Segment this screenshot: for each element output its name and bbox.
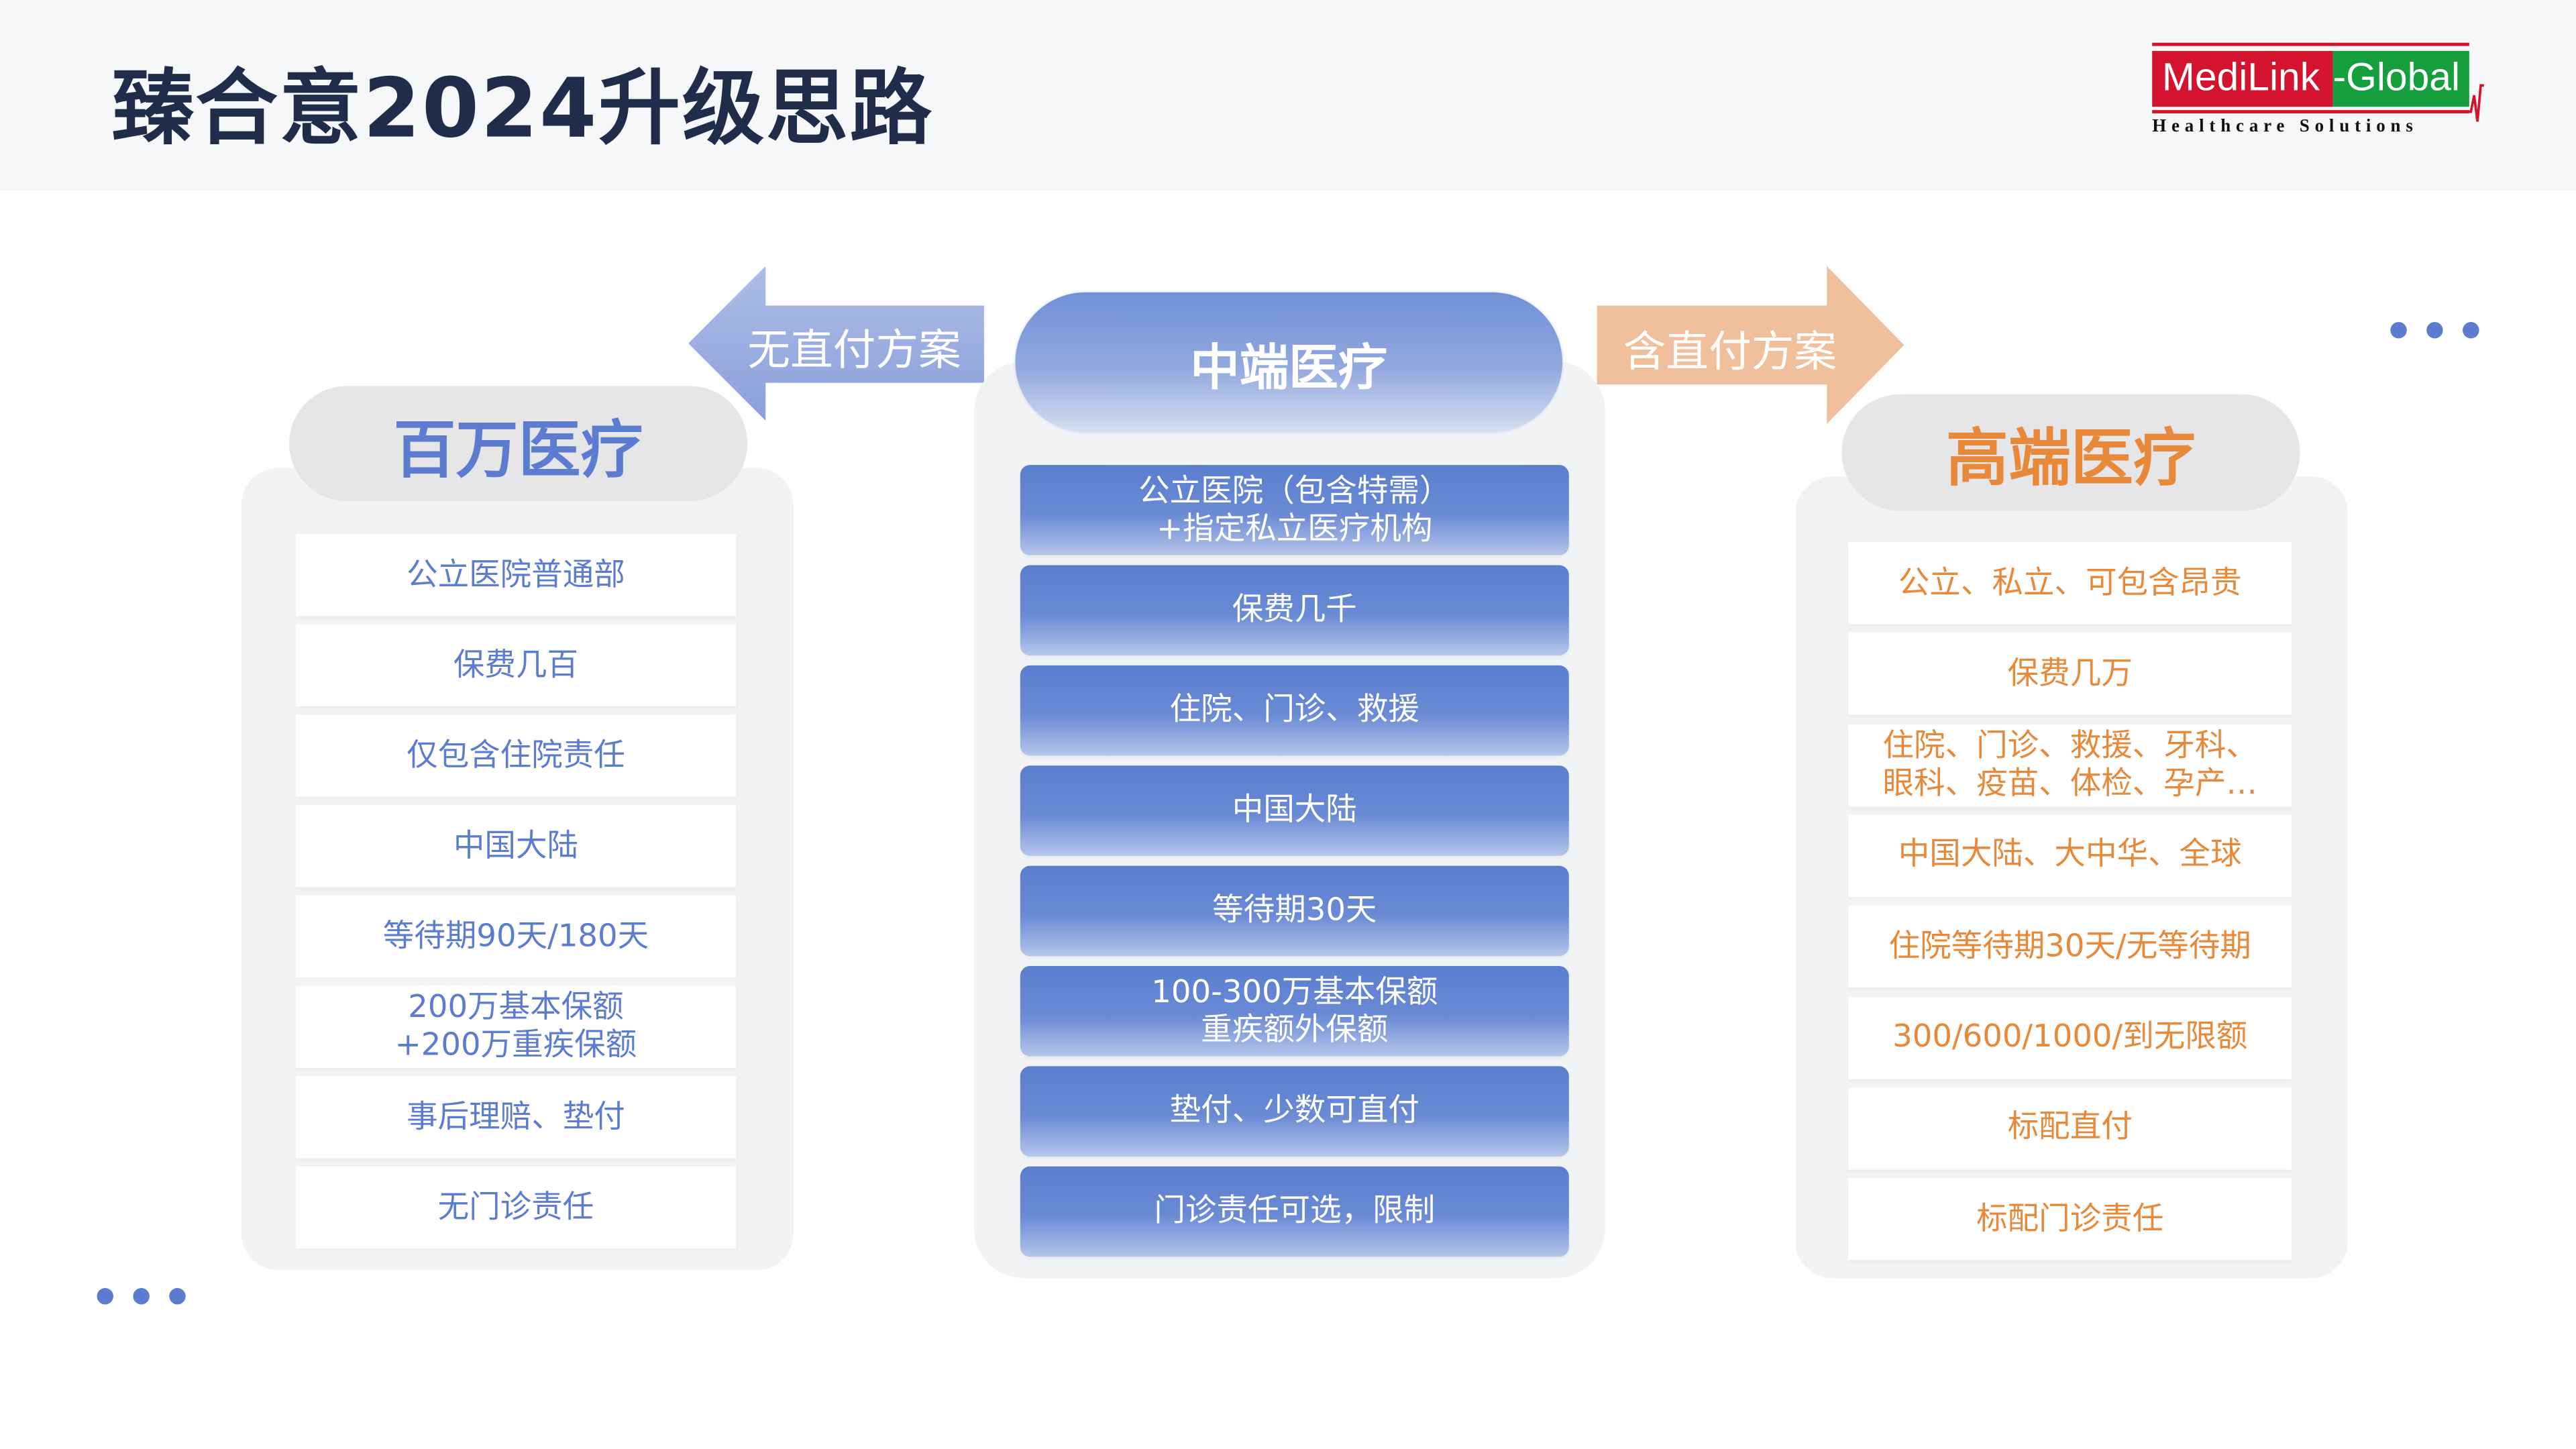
center-feature-item: 100-300万基本保额 重疾额外保额 xyxy=(1020,966,1569,1057)
right-feature-item: 保费几万 xyxy=(1848,633,2292,716)
right-feature-item: 标配直付 xyxy=(1848,1087,2292,1170)
dot-decoration xyxy=(2463,322,2479,339)
center-feature-item: 垫付、少数可直付 xyxy=(1020,1066,1569,1157)
header-bar xyxy=(0,0,2576,191)
dot-decoration xyxy=(97,1288,113,1305)
dot-decoration xyxy=(2390,322,2407,339)
left-feature-item: 保费几百 xyxy=(295,624,737,707)
center-feature-item: 门诊责任可选，限制 xyxy=(1020,1166,1569,1257)
logo-brand-left: MediLink xyxy=(2152,50,2333,107)
right-feature-item: 住院、门诊、救援、牙科、 眼科、疫苗、体检、孕产… xyxy=(1848,724,2292,806)
right-feature-item: 300/600/1000/到无限额 xyxy=(1848,996,2292,1079)
right-arrow-label: 含直付方案 xyxy=(1623,328,1837,378)
left-feature-item: 200万基本保额 +200万重疾保额 xyxy=(295,985,737,1068)
center-feature-item: 保费几千 xyxy=(1020,565,1569,656)
page-title: 臻合意2024升级思路 xyxy=(111,60,934,156)
right-feature-item: 公立、私立、可包含昂贵 xyxy=(1848,542,2292,625)
dot-decoration xyxy=(169,1288,186,1305)
logo-tagline: Healthcare Solutions xyxy=(2152,116,2418,137)
center-feature-item: 等待期30天 xyxy=(1020,865,1569,957)
right-panel-title: 高端医疗 xyxy=(1841,394,2300,511)
medilink-logo: MediLink -Global Healthcare Solutions xyxy=(2149,42,2493,145)
left-feature-item: 无门诊责任 xyxy=(295,1166,737,1249)
right-arrow-icon xyxy=(1597,266,1904,424)
left-panel-title: 百万医疗 xyxy=(289,386,748,501)
left-feature-item: 公立医院普通部 xyxy=(295,533,737,616)
left-feature-item: 事后理赔、垫付 xyxy=(295,1076,737,1159)
left-feature-item: 等待期90天/180天 xyxy=(295,895,737,978)
right-feature-item: 中国大陆、大中华、全球 xyxy=(1848,814,2292,897)
left-arrow-label: 无直付方案 xyxy=(747,327,961,376)
left-arrow-icon xyxy=(688,266,984,421)
center-panel-title: 中端医疗 xyxy=(1015,292,1562,433)
heartbeat-icon xyxy=(2465,84,2484,122)
center-feature-item: 住院、门诊、救援 xyxy=(1020,665,1569,756)
center-feature-item: 中国大陆 xyxy=(1020,765,1569,856)
right-feature-item: 标配门诊责任 xyxy=(1848,1178,2292,1260)
dot-decoration xyxy=(133,1288,150,1305)
left-feature-item: 中国大陆 xyxy=(295,805,737,888)
logo-brand-right: -Global xyxy=(2332,50,2469,107)
left-feature-item: 仅包含住院责任 xyxy=(295,714,737,797)
center-feature-item: 公立医院（包含特需） +指定私立医疗机构 xyxy=(1020,465,1569,555)
dot-decoration xyxy=(2426,322,2443,339)
right-feature-item: 住院等待期30天/无等待期 xyxy=(1848,905,2292,988)
